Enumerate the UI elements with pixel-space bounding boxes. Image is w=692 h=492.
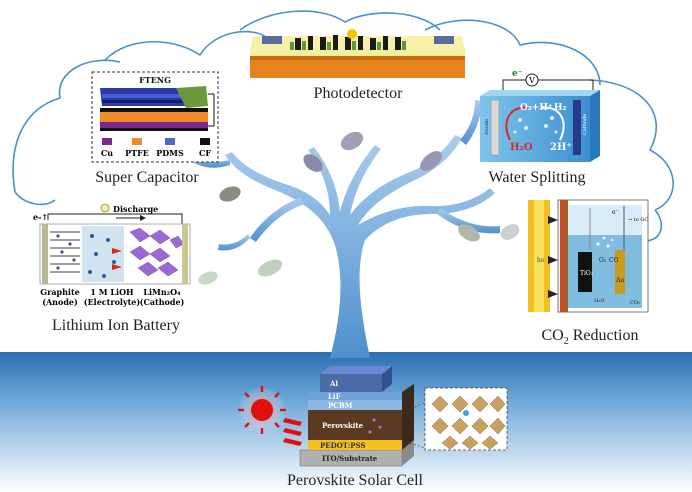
lithium-battery-title: Lithium Ion Battery [52, 317, 180, 334]
light-arrows [283, 418, 302, 446]
legend-label-pdms: PDMS [156, 148, 184, 158]
layer-ito-label: ITO/Substrate [322, 454, 378, 463]
super-capacitor-title: Super Capacitor [95, 169, 199, 186]
ws-2h-label: 2H⁺ [550, 142, 572, 153]
co2-molecule-label: CO₂ [630, 300, 640, 306]
perovskite-solar-cell-device: Al LiF PCBM Perovskite PEDOT:PSS ITO/Sub… [238, 366, 508, 467]
ws-anode-label: Anode [484, 119, 490, 136]
co2-reduction-device: hν e⁻ → to GC O₂ CO TiO₂ Au H₂O CO₂ [528, 199, 649, 313]
leaves [198, 131, 520, 285]
tree [190, 100, 500, 358]
legend-label-cf: CF [199, 148, 211, 158]
voltmeter-label: V [528, 76, 535, 85]
to-gc-label: → to GC [628, 217, 648, 223]
legend-swatch-cf [200, 138, 210, 145]
co-label: CO [609, 257, 619, 264]
sun-icon [251, 399, 273, 421]
co2-reduction-title: CO2 Reduction [542, 327, 639, 347]
cation-atom [463, 410, 469, 416]
layer-pedot-label: PEDOT:PSS [320, 441, 366, 450]
cathode-name-label: LiMn₂O₄ [143, 287, 181, 297]
layer-lif-label: LiF [328, 392, 341, 401]
co2-h2o-label: H₂O [594, 298, 604, 304]
legend-swatch-pdms [165, 138, 175, 145]
hv-label: hν [537, 257, 545, 264]
legend-label-ptfe: PTFE [125, 148, 149, 158]
ws-o2-label: O₂+H⁺ [520, 103, 553, 113]
crystal-lattice [431, 395, 506, 450]
perovskite-solar-cell-title: Perovskite Solar Cell [287, 472, 424, 489]
anode-role-label: (Anode) [42, 297, 78, 307]
anode-name-label: Graphite [40, 287, 79, 297]
layer-pcbm-label: PCBM [328, 401, 353, 410]
fteng-label: FTENG [139, 75, 171, 85]
bulb-icon [100, 203, 110, 213]
tio2-label: TiO₂ [580, 270, 594, 277]
ws-h2-label: H₂ [554, 103, 567, 113]
super-capacitor-device: FTENG Cu PTFE PDMS CF [91, 71, 219, 163]
water-splitting-title: Water Splitting [489, 169, 586, 186]
electrolyte-name-label: 1 M LiOH [90, 287, 134, 297]
ws-h2o-label: H₂O [510, 142, 533, 153]
supercap-legend: Cu PTFE PDMS CF [101, 138, 211, 158]
discharge-label: Discharge [113, 204, 158, 214]
cathode-role-label: (Cathode) [140, 297, 185, 307]
layer-perovskite-label: Perovskite [322, 421, 364, 430]
legend-swatch-cu [102, 138, 112, 145]
water-splitting-device: V e⁻ O₂+H⁺ H₂ H₂O 2H⁺ Anode Cathode [480, 69, 600, 162]
layer-al-label: Al [329, 379, 338, 388]
electrolyte-role-label: (Electrolyte) [84, 297, 141, 307]
sun-rays [238, 386, 286, 434]
o2-label: O₂ [599, 257, 607, 264]
legend-swatch-ptfe [132, 138, 142, 145]
au-label: Au [615, 277, 624, 284]
legend-label-cu: Cu [101, 148, 113, 158]
battery-electron-label: e-↑ [33, 212, 48, 222]
co2-electron-label: e⁻ [612, 209, 619, 216]
ws-electron-label: e⁻ [512, 69, 523, 79]
lithium-battery-device: e-↑ Discharge [33, 203, 191, 307]
ws-cathode-label: Cathode [582, 114, 588, 135]
cloud-outline [12, 10, 674, 242]
photodetector-title: Photodetector [314, 85, 404, 102]
photodetector-device [250, 29, 465, 78]
